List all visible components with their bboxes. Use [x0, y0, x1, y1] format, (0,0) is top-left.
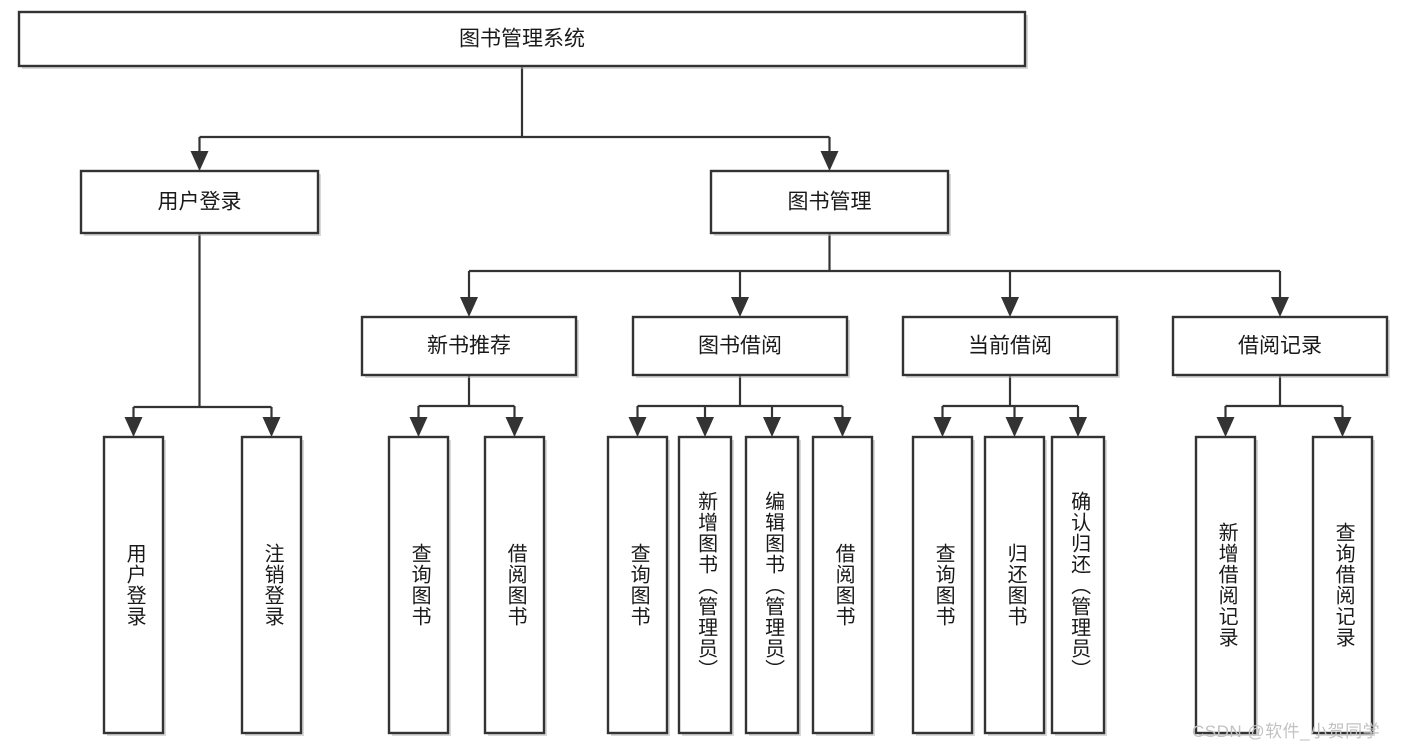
arrow-head [262, 417, 281, 437]
node-box-user-login[interactable] [79, 169, 320, 235]
node-box-layer [17, 10, 1390, 736]
node-box-leaf-confirm-return[interactable] [1050, 435, 1106, 735]
arrow-head [1069, 417, 1087, 437]
node-box-leaf-query-book-2[interactable] [606, 435, 669, 735]
node-box-leaf-query-book-1[interactable] [387, 435, 450, 735]
arrow-head [1333, 417, 1352, 437]
csdn-watermark: CSDN @软件_小贺同学 [1192, 722, 1381, 741]
arrow-head [731, 297, 749, 317]
arrow-head [1001, 297, 1019, 317]
node-box-leaf-query-record[interactable] [1311, 435, 1374, 735]
arrow-head [763, 417, 781, 437]
node-label-user-login: 用户登录 [158, 191, 242, 214]
arrow-head [505, 417, 524, 437]
node-box-leaf-edit-book[interactable] [744, 435, 800, 735]
node-box-leaf-borrow-book-2[interactable] [811, 435, 874, 735]
node-box-book-borrow[interactable] [631, 315, 849, 377]
node-box-leaf-query-book-3[interactable] [911, 435, 974, 735]
node-box-leaf-borrow-book-1[interactable] [483, 435, 546, 735]
node-box-current-borrow[interactable] [901, 315, 1119, 377]
arrow-head [1271, 297, 1289, 317]
arrow-head [820, 151, 839, 171]
node-box-leaf-user-login[interactable] [102, 435, 165, 735]
arrow-head [1216, 417, 1235, 437]
node-box-leaf-return-book[interactable] [983, 435, 1046, 735]
node-label-book-manage: 图书管理 [788, 191, 872, 214]
node-label-current-borrow: 当前借阅 [968, 335, 1052, 358]
node-label-book-borrow: 图书借阅 [698, 335, 782, 358]
arrow-head [124, 417, 143, 437]
node-box-leaf-add-book[interactable] [677, 435, 733, 735]
node-box-new-book-rec[interactable] [360, 315, 578, 377]
arrow-head [409, 417, 428, 437]
arrow-head [460, 297, 478, 317]
arrow-head [933, 417, 952, 437]
node-box-root[interactable] [17, 10, 1027, 68]
node-box-leaf-add-record[interactable] [1194, 435, 1257, 735]
connector-layer [124, 66, 1352, 437]
node-box-leaf-user-logout[interactable] [240, 435, 303, 735]
arrow-head [628, 417, 647, 437]
node-label-borrow-record: 借阅记录 [1238, 335, 1322, 358]
arrow-head [1005, 417, 1024, 437]
node-box-borrow-record[interactable] [1171, 315, 1389, 377]
node-box-book-manage[interactable] [709, 169, 950, 235]
node-label-root: 图书管理系统 [459, 28, 585, 51]
arrow-head [190, 151, 209, 171]
node-label-new-book-rec: 新书推荐 [427, 335, 511, 358]
arrow-head [833, 417, 852, 437]
arrow-head [696, 417, 714, 437]
